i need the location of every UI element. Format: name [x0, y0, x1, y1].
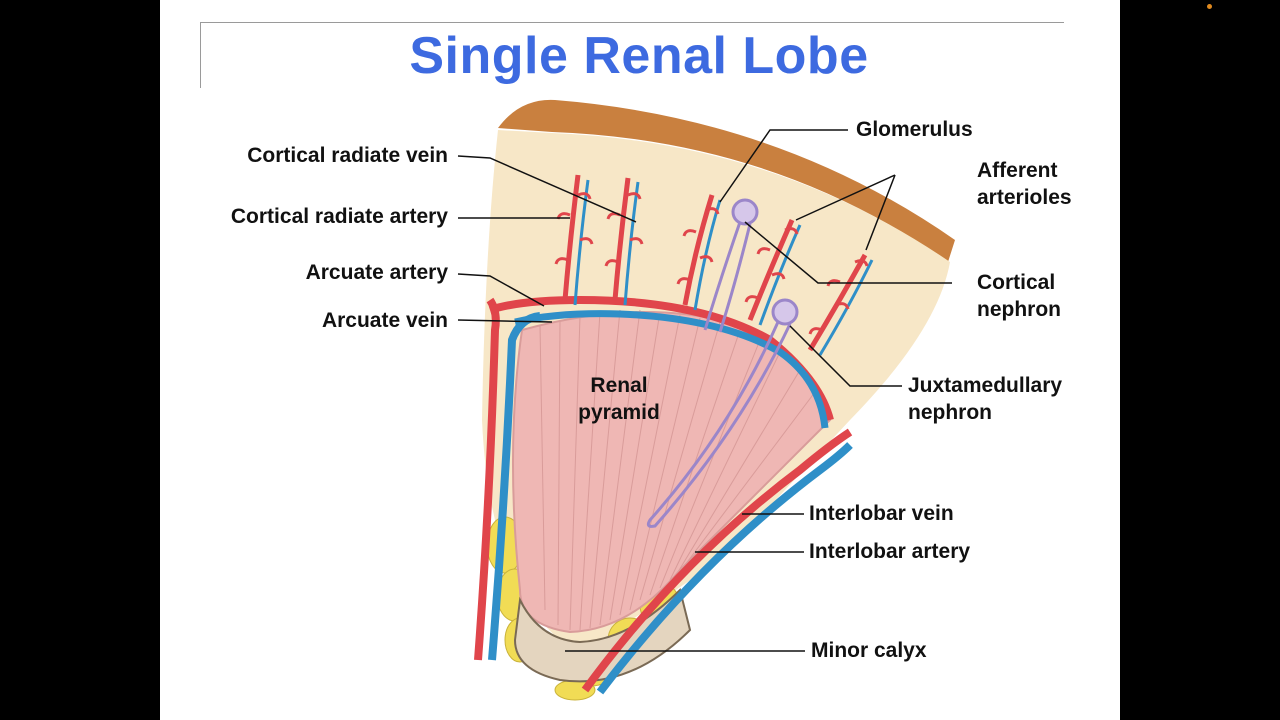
label-cortical-nephron-line2: nephron: [977, 298, 1061, 321]
renal-capsule: [498, 99, 955, 262]
label-interlobar-artery: Interlobar artery: [809, 540, 971, 563]
label-juxtamedullary-nephron-line2: nephron: [908, 401, 992, 424]
label-juxtamedullary-nephron-line1: Juxtamedullary: [908, 374, 1063, 397]
arcuate-vein-arch: [514, 310, 829, 429]
interlobar-vein-right: [596, 442, 853, 695]
label-cortical-radiate-artery: Cortical radiate artery: [230, 205, 448, 228]
interlobar-artery-right: [581, 428, 853, 693]
label-minor-calyx: Minor calyx: [811, 639, 927, 662]
recording-indicator-dot: [1207, 4, 1212, 9]
label-renal-pyramid-line2: pyramid: [578, 401, 660, 424]
label-cortical-radiate-vein: Cortical radiate vein: [247, 144, 448, 167]
label-renal-pyramid-line1: Renal: [590, 374, 648, 397]
slide-title: Single Renal Lobe: [409, 27, 869, 85]
cortical-nephron-shape: [703, 198, 759, 333]
juxtamedullary-nephron-shape: [646, 298, 799, 528]
title-rule-vertical: [200, 22, 201, 88]
label-afferent-arterioles-line1: Afferent: [977, 159, 1058, 182]
slide: Single Renal Lobe: [160, 0, 1120, 720]
label-afferent-arterioles-line2: arterioles: [977, 186, 1072, 209]
label-arcuate-vein: Arcuate vein: [321, 309, 448, 332]
label-interlobar-vein: Interlobar vein: [809, 502, 954, 525]
pyramid-striations: [539, 309, 816, 631]
title-rule-horizontal: [200, 22, 1064, 23]
label-glomerulus: Glomerulus: [856, 118, 973, 141]
interlobar-artery-left: [474, 297, 500, 661]
afferent-arteriole-curls: [554, 192, 869, 335]
minor-calyx-shape: [513, 588, 692, 683]
label-arcuate-artery: Arcuate artery: [305, 261, 448, 284]
leader-lines: [457, 129, 952, 652]
renal-lobe-illustration: [457, 99, 955, 701]
label-cortical-nephron-line1: Cortical: [977, 271, 1056, 294]
renal-pyramid-shape: [511, 311, 832, 634]
